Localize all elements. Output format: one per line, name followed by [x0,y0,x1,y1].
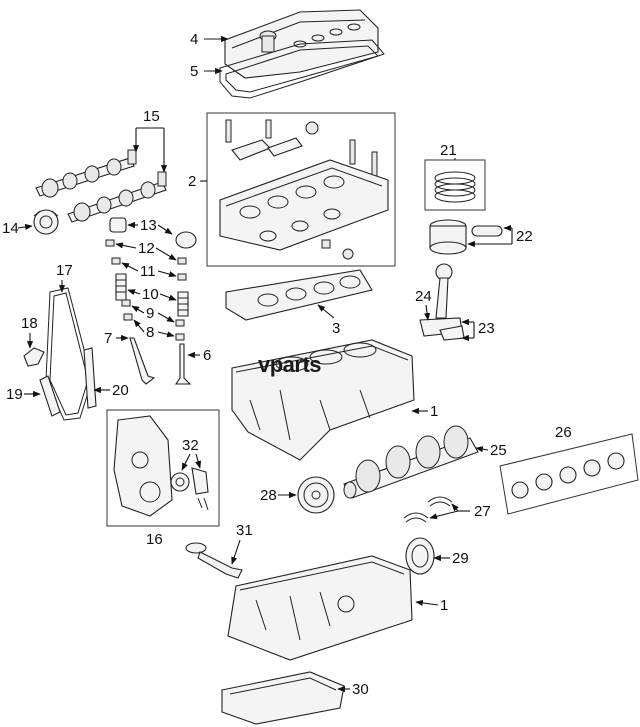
callout-15: 15 [143,108,160,125]
upper-oil-pan-part[interactable] [227,555,413,661]
watermark-text: vparts [258,352,321,377]
callout-20: 20 [112,382,129,399]
oil-pickup-part[interactable] [185,542,243,579]
rear-main-seal-part[interactable] [405,537,435,575]
thrust-washers-part[interactable] [403,496,453,523]
callout-21: 21 [440,142,457,159]
callout-26: 26 [555,424,572,441]
cylinder-head-group-box [206,112,396,267]
callout-6: 6 [203,347,211,364]
oil-pump-part[interactable] [170,467,209,511]
callout-25: 25 [490,442,507,459]
main-bearings-box [499,433,639,515]
callout-8: 8 [146,324,154,341]
callout-1-oilpan: 1 [440,597,448,614]
piston-rings-part[interactable] [434,171,476,203]
callout-30: 30 [352,681,369,698]
callout-11: 11 [140,263,156,280]
callout-7: 7 [104,330,112,347]
callout-16: 16 [146,531,163,548]
callout-2: 2 [188,173,196,190]
piston-part[interactable] [429,219,503,255]
callout-9: 9 [146,305,154,322]
callout-24: 24 [415,288,432,305]
callout-18: 18 [21,315,38,332]
main-bearings-part[interactable] [511,452,625,499]
chain-guide-left-part[interactable] [39,375,61,417]
callout-1-block: 1 [430,403,438,420]
connecting-rod-part[interactable] [419,263,465,341]
callout-31: 31 [236,522,253,539]
camshaft-part[interactable] [35,149,167,223]
callout-13: 13 [140,217,157,234]
crankshaft-part[interactable] [343,425,479,499]
cam-sprocket-part[interactable] [33,209,59,235]
callout-5: 5 [190,63,198,80]
callout-17: 17 [56,262,73,279]
lower-oil-pan-part[interactable] [221,671,345,725]
crank-pulley-part[interactable] [297,476,335,514]
callout-32: 32 [182,437,199,454]
callout-3: 3 [332,320,340,337]
callout-27: 27 [474,503,491,520]
valvetrain-parts[interactable] [105,217,197,385]
callout-22: 22 [516,228,533,245]
callout-29: 29 [452,550,469,567]
callout-19: 19 [6,386,23,403]
timing-cover-part[interactable] [113,415,173,517]
chain-guide-right-part[interactable] [83,347,97,409]
valve-cover-gasket-part[interactable] [219,39,385,99]
cylinder-head-part[interactable] [219,119,389,260]
callout-28: 28 [260,487,277,504]
chain-tensioner-part[interactable] [23,347,45,367]
callout-12: 12 [138,240,155,257]
callout-4: 4 [190,31,198,48]
callout-14: 14 [2,220,19,237]
callout-10: 10 [142,286,159,303]
callout-23: 23 [478,320,495,337]
timing-cover-group-box [106,409,220,527]
engine-block-part[interactable]: vparts [231,339,415,461]
head-gasket-part[interactable] [225,269,373,321]
